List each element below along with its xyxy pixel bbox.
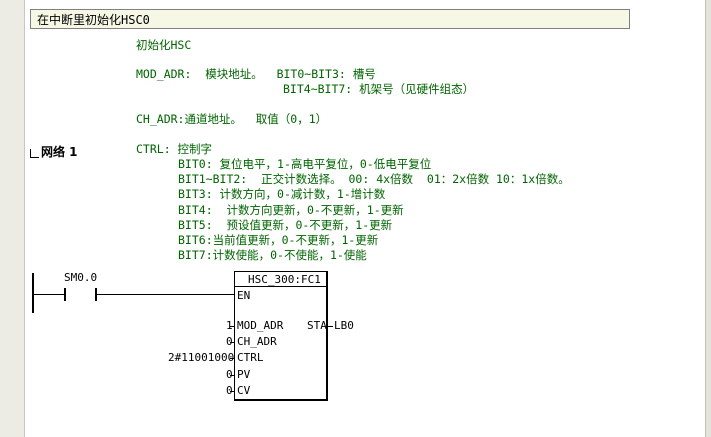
- input-value-cv[interactable]: 0: [226, 385, 233, 397]
- comment-bit6: BIT6:当前值更新，0-不更新，1-更新: [178, 233, 379, 247]
- pin-stub: [230, 375, 234, 376]
- input-value-ctrl[interactable]: 2#11001000: [168, 351, 235, 364]
- input-value-pv[interactable]: 0: [226, 369, 233, 381]
- comment-mod-adr: MOD_ADR: 模块地址。 BIT0~BIT3: 槽号: [136, 67, 376, 81]
- left-gutter: [0, 0, 25, 437]
- pin-pv: PV: [237, 368, 251, 381]
- pin-stub: [230, 326, 234, 327]
- contact-right-bar[interactable]: [95, 288, 97, 301]
- contact-address[interactable]: SM0.0: [64, 271, 98, 284]
- pin-stub: [328, 326, 333, 327]
- comment-ch-adr: CH_ADR:通道地址。 取值（0，1）: [136, 112, 328, 126]
- comment-bit1-2: BIT1~BIT2: 正交计数选择。 00: 4x倍数 01：2x倍数 10：1…: [178, 172, 570, 186]
- contact-left-bar[interactable]: [64, 288, 66, 301]
- function-block-title-separator: [234, 286, 328, 287]
- pin-en: EN: [237, 289, 251, 302]
- input-value-ch-adr[interactable]: 0: [226, 336, 233, 348]
- comment-bit4: BIT4: 计数方向更新，0-不更新，1-更新: [178, 203, 404, 217]
- pin-cv: CV: [237, 384, 251, 397]
- scrollbar-edge[interactable]: [705, 0, 711, 437]
- output-value-sta[interactable]: LB0: [334, 319, 354, 332]
- network-header[interactable]: 网络 1: [30, 143, 78, 160]
- pin-ctrl: CTRL: [237, 351, 264, 364]
- comment-bit5: BIT5: 预设值更新，0-不更新，1-更新: [178, 218, 393, 232]
- comment-mod-adr-2: BIT4~BIT7: 机架号（见硬件组态）: [283, 82, 475, 96]
- block-title-comment[interactable]: 在中断里初始化HSC0: [30, 9, 630, 29]
- pin-stub: [230, 391, 234, 392]
- pin-stub: [230, 342, 234, 343]
- comment-bit3: BIT3: 计数方向，0-减计数，1-增计数: [178, 187, 386, 201]
- pin-sta: STA: [307, 319, 327, 332]
- pin-stub: [230, 358, 234, 359]
- input-value-mod-adr[interactable]: 1: [226, 320, 233, 332]
- collapse-toggle-icon[interactable]: [30, 149, 39, 158]
- pin-ch-adr: CH_ADR: [237, 335, 277, 348]
- power-rail: [32, 273, 34, 313]
- comment-bit0: BIT0: 复位电平，1-高电平复位，0-低电平复位: [178, 157, 432, 171]
- rung-wire-left: [34, 294, 64, 295]
- rung-wire-to-en: [97, 294, 234, 295]
- comment-ctrl: CTRL: 控制字: [136, 142, 213, 156]
- comment-bit7: BIT7:计数使能，0-不使能，1-使能: [178, 248, 367, 262]
- function-block-hsc[interactable]: [234, 271, 328, 401]
- comment-line-init: 初始化HSC: [136, 38, 192, 52]
- network-label: 网络 1: [41, 145, 78, 159]
- pin-mod-adr: MOD_ADR: [237, 319, 284, 332]
- function-block-title[interactable]: HSC_300:FC1: [248, 273, 321, 286]
